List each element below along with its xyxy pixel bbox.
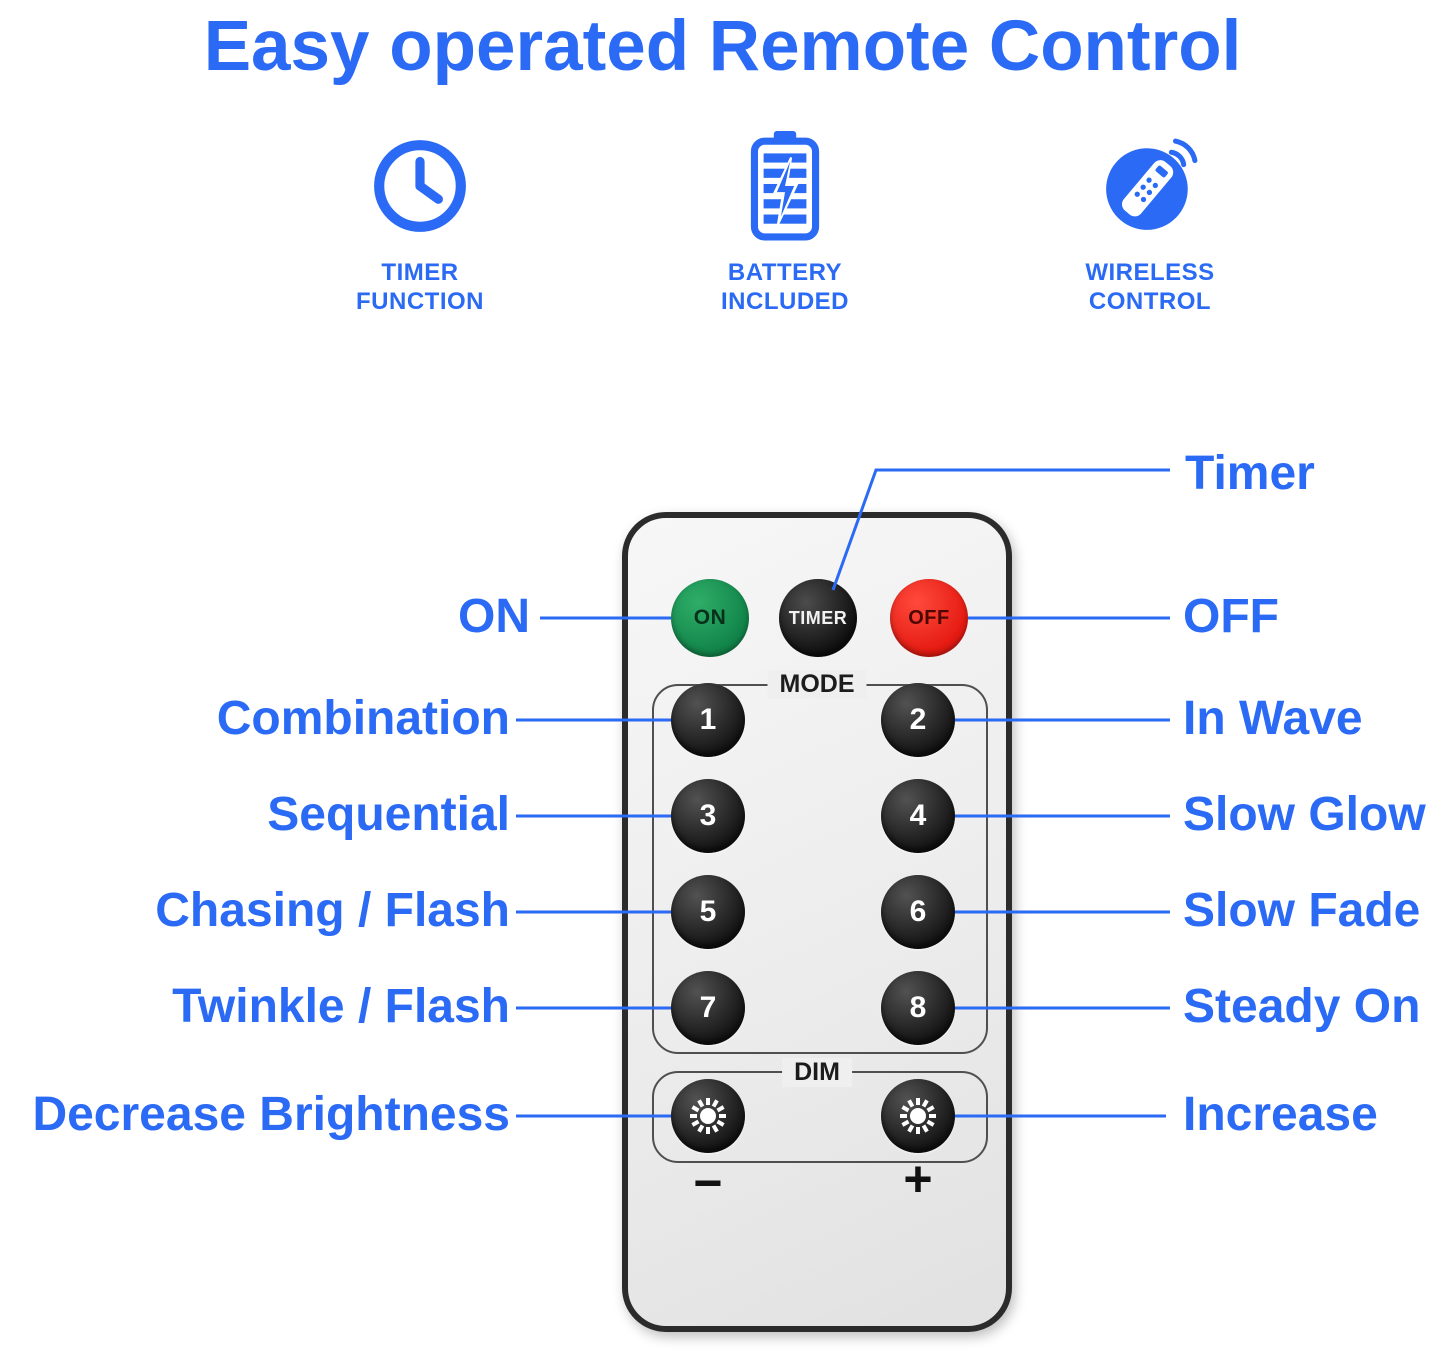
remote-dim-decrease-button	[671, 1079, 745, 1153]
wireless-remote-icon	[1100, 130, 1200, 242]
remote-mode-button-5: 5	[671, 875, 745, 949]
mode-6-label: 6	[909, 895, 927, 928]
feature-timer-line1: TIMER	[381, 259, 459, 286]
mode-3-label: 3	[699, 799, 717, 832]
callout-in-wave: In Wave	[1183, 692, 1363, 745]
minus-sign: −	[693, 1155, 723, 1211]
remote-on-button: ON	[671, 579, 749, 657]
remote-on-label: ON	[693, 606, 727, 629]
callout-chasing-flash: Chasing / Flash	[155, 884, 510, 937]
remote-mode-button-2: 2	[881, 683, 955, 757]
feature-wireless-line2: CONTROL	[1088, 288, 1212, 315]
remote-off-button: OFF	[890, 579, 968, 657]
callout-decrease-brightness: Decrease Brightness	[32, 1088, 510, 1141]
remote-mode-button-1: 1	[671, 683, 745, 757]
mode-4-label: 4	[909, 799, 927, 832]
feature-battery-included: BATTERY INCLUDED	[685, 130, 885, 316]
remote-mode-button-4: 4	[881, 779, 955, 853]
callout-steady-on: Steady On	[1183, 980, 1421, 1033]
callout-off: OFF	[1183, 590, 1279, 643]
brightness-icon	[688, 1096, 728, 1136]
remote-dim-increase-button	[881, 1079, 955, 1153]
mode-section-label: MODE	[767, 670, 867, 699]
mode-2-label: 2	[909, 703, 927, 736]
remote-mode-button-3: 3	[671, 779, 745, 853]
remote-control: ON TIMER OFF MODE 1 2 3 4 5 6 7 8 DIM − …	[622, 512, 1012, 1332]
remote-mode-button-6: 6	[881, 875, 955, 949]
callout-on: ON	[458, 590, 530, 643]
mode-8-label: 8	[909, 991, 927, 1024]
clock-icon	[370, 130, 470, 242]
remote-timer-button: TIMER	[779, 579, 857, 657]
callout-twinkle-flash: Twinkle / Flash	[172, 980, 510, 1033]
remote-mode-button-8: 8	[881, 971, 955, 1045]
mode-7-label: 7	[699, 991, 717, 1024]
mode-1-label: 1	[699, 703, 717, 736]
feature-battery-line2: INCLUDED	[721, 288, 849, 315]
feature-timer-function: TIMER FUNCTION	[320, 130, 520, 316]
dim-section-label: DIM	[782, 1058, 852, 1087]
feature-battery-label: BATTERY INCLUDED	[721, 258, 849, 316]
feature-timer-label: TIMER FUNCTION	[356, 258, 484, 316]
callout-sequential: Sequential	[267, 788, 510, 841]
feature-wireless-line1: WIRELESS	[1085, 259, 1215, 286]
callout-combination: Combination	[216, 692, 510, 745]
page-title: Easy operated Remote Control	[203, 7, 1242, 86]
callout-slow-glow: Slow Glow	[1183, 788, 1426, 841]
battery-icon	[749, 130, 821, 242]
feature-wireless-control: WIRELESS CONTROL	[1050, 130, 1250, 316]
plus-sign: +	[903, 1151, 933, 1207]
remote-timer-label: TIMER	[788, 607, 848, 628]
mode-5-label: 5	[699, 895, 717, 928]
feature-timer-line2: FUNCTION	[356, 288, 484, 315]
callout-timer: Timer	[1185, 447, 1315, 500]
feature-battery-line1: BATTERY	[727, 259, 843, 286]
remote-mode-button-7: 7	[671, 971, 745, 1045]
callout-increase: Increase	[1183, 1088, 1378, 1141]
feature-row: TIMER FUNCTION	[0, 130, 1445, 316]
feature-wireless-label: WIRELESS CONTROL	[1085, 258, 1214, 316]
remote-off-label: OFF	[908, 606, 950, 629]
callout-slow-fade: Slow Fade	[1183, 884, 1421, 937]
brightness-icon	[898, 1096, 938, 1136]
